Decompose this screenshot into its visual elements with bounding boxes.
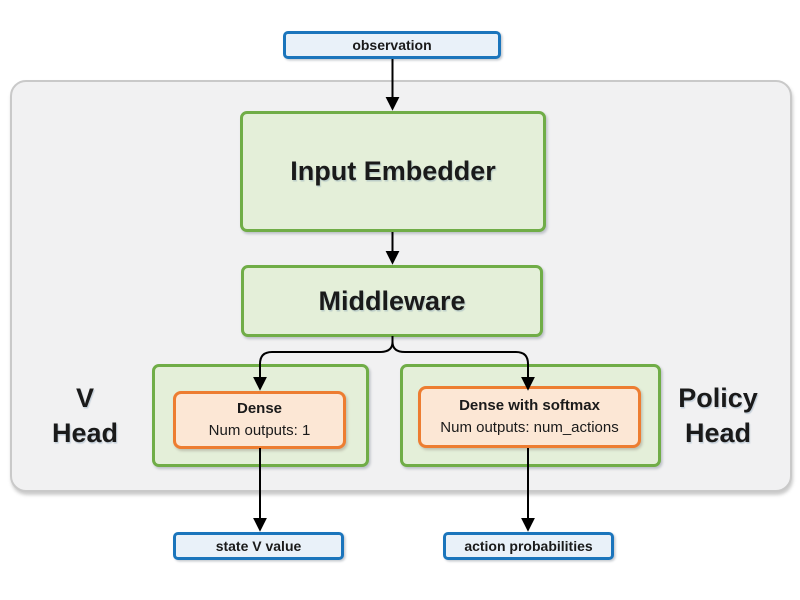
v-head-dense-title: Dense (236, 400, 283, 418)
policy-head-dense-node: Dense with softmax Num outputs: num_acti… (418, 386, 641, 448)
action-probabilities-label: action probabilities (464, 538, 593, 554)
policy-head-dense-detail: Num outputs: num_actions (440, 419, 619, 436)
input-embedder-label: Input Embedder (290, 156, 496, 186)
action-probabilities-node: action probabilities (443, 532, 614, 560)
v-head-dense-detail: Num outputs: 1 (208, 422, 311, 439)
v-head-label-line2: Head (51, 418, 119, 448)
policy-head-label-line1: Policy (678, 383, 758, 413)
input-embedder-node: Input Embedder (240, 111, 546, 232)
policy-head-label-line2: Head (684, 418, 752, 448)
v-head-label-line1: V (75, 383, 94, 413)
observation-node: observation (283, 31, 501, 59)
policy-head-label: Policy Head (653, 381, 783, 451)
observation-label: observation (352, 37, 432, 53)
middleware-label: Middleware (318, 285, 466, 316)
policy-head-dense-title: Dense with softmax (459, 397, 600, 415)
middleware-node: Middleware (241, 265, 543, 337)
v-head-dense-node: Dense Num outputs: 1 (173, 391, 346, 449)
state-v-value-node: state V value (173, 532, 344, 560)
state-v-value-label: state V value (215, 538, 302, 554)
v-head-label: V Head (25, 381, 145, 451)
